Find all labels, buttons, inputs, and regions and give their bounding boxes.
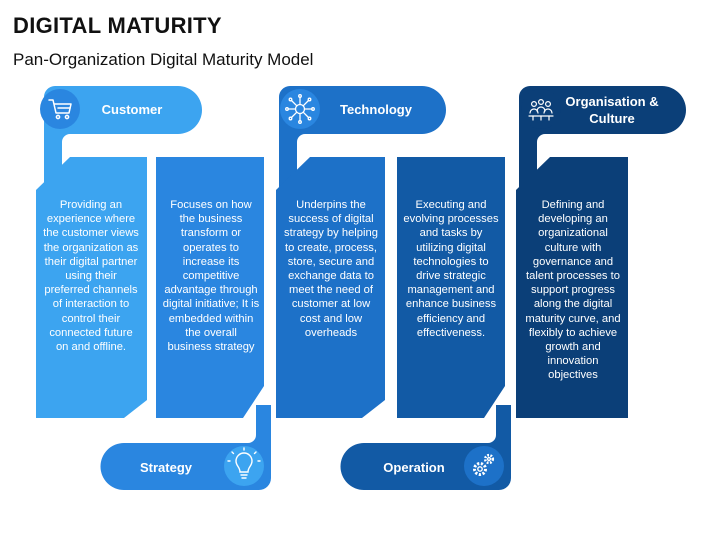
strategy-card [156, 157, 264, 418]
technology-icon-badge [280, 89, 320, 129]
lightbulb-icon [227, 447, 261, 479]
strategy-label: Strategy [139, 460, 193, 475]
technology-card [276, 157, 385, 418]
customer-card [36, 157, 147, 418]
gears-icon [473, 453, 495, 476]
culture-description: Defining and developing an organizationa… [525, 199, 621, 382]
culture-connector [519, 86, 686, 200]
strategy-description: Focuses on how the business transform or… [162, 199, 260, 354]
operation-card [397, 157, 505, 418]
circuit-chip-icon [285, 94, 315, 124]
page-title: DIGITAL MATURITY [13, 13, 222, 38]
customer-connector [44, 86, 202, 200]
operation-icon-badge [464, 446, 504, 486]
operation-label: Operation [383, 460, 445, 475]
strategy-icon-badge [224, 446, 264, 486]
technology-label: Technology [340, 102, 412, 117]
customer-icon-badge [40, 89, 80, 129]
technology-connector [279, 86, 446, 200]
operation-description: Executing and evolving processes and tas… [403, 199, 499, 339]
customer-label: Customer [101, 102, 163, 117]
culture-label: Organisation & Culture [565, 94, 659, 126]
page-subtitle: Pan-Organization Digital Maturity Model [13, 50, 314, 69]
culture-card [516, 157, 628, 418]
culture-icon-badge [521, 89, 561, 129]
people-group-icon [528, 98, 554, 121]
customer-description: Providing an experience where the custom… [43, 199, 139, 354]
technology-description: Underpins the success of digital strateg… [284, 199, 378, 339]
shopping-cart-icon [48, 99, 72, 120]
